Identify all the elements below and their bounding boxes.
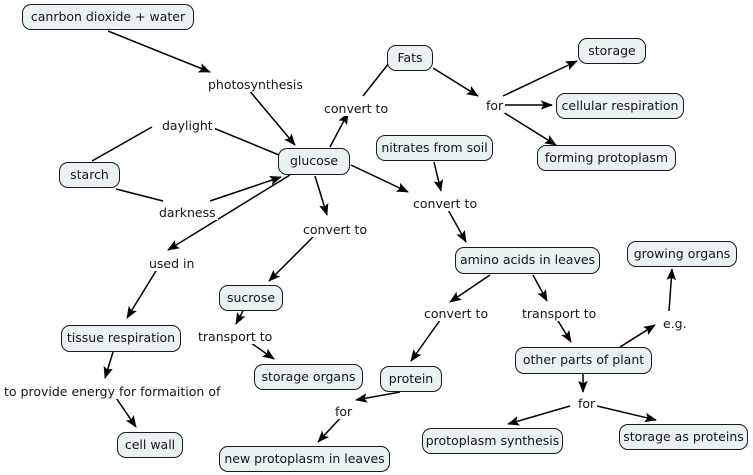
edge-line bbox=[507, 405, 571, 426]
concept-node-stororgans[interactable]: storage organs bbox=[254, 364, 363, 390]
edge-lines bbox=[91, 30, 676, 443]
concept-node-label: glucose bbox=[289, 153, 339, 169]
edge-line bbox=[449, 274, 491, 303]
concept-node-co2water[interactable]: canrbon dioxide + water bbox=[22, 4, 194, 30]
concept-node-storprot[interactable]: storage as proteins bbox=[619, 424, 748, 450]
concept-node-starch[interactable]: starch bbox=[59, 162, 120, 188]
link-label-energy_formation: to provide energy for formaition of bbox=[2, 384, 223, 399]
edge-line bbox=[268, 231, 319, 282]
concept-node-label: protein bbox=[388, 370, 434, 386]
edge-line bbox=[167, 174, 291, 251]
link-label-convert_to_amino: convert to bbox=[411, 196, 480, 211]
concept-node-sucrose[interactable]: sucrose bbox=[219, 285, 283, 311]
concept-node-label: tissue respiration bbox=[66, 330, 176, 346]
concept-node-nitrates[interactable]: nitrates from soil bbox=[376, 135, 493, 161]
link-label-daylight: daylight bbox=[160, 118, 215, 133]
concept-node-label: amino acids in leaves bbox=[459, 252, 596, 268]
link-label-eg: e.g. bbox=[661, 316, 689, 331]
edge-line bbox=[619, 324, 656, 348]
concept-node-label: starch bbox=[70, 166, 109, 182]
concept-node-fats[interactable]: Fats bbox=[387, 45, 433, 71]
concept-node-label: other parts of plant bbox=[522, 352, 645, 368]
edge-line bbox=[596, 405, 657, 423]
concept-node-aminoacids[interactable]: amino acids in leaves bbox=[455, 247, 600, 274]
concept-node-glucose[interactable]: glucose bbox=[278, 148, 350, 175]
edge-line bbox=[115, 188, 164, 202]
concept-node-growing[interactable]: growing organs bbox=[627, 241, 737, 267]
edge-line bbox=[350, 164, 409, 193]
concept-node-storage[interactable]: storage bbox=[578, 38, 646, 64]
concept-node-protein[interactable]: protein bbox=[380, 366, 442, 392]
edge-line bbox=[502, 60, 578, 97]
link-label-for_protein: for bbox=[333, 404, 355, 419]
concept-node-tissueresp[interactable]: tissue respiration bbox=[61, 325, 181, 352]
concept-node-label: growing organs bbox=[633, 245, 731, 261]
edge-line bbox=[666, 268, 676, 312]
link-label-for_opp: for bbox=[576, 396, 598, 411]
edge-line bbox=[502, 111, 557, 146]
concept-node-label: cellular respiration bbox=[561, 97, 679, 113]
edge-line bbox=[314, 175, 329, 216]
edge-line bbox=[532, 274, 548, 302]
concept-node-label: protoplasm synthesis bbox=[425, 432, 560, 448]
concept-node-otherparts[interactable]: other parts of plant bbox=[515, 347, 652, 374]
concept-node-label: sucrose bbox=[226, 289, 276, 305]
concept-node-label: new protoplasm in leaves bbox=[224, 450, 385, 466]
concept-node-label: Fats bbox=[397, 49, 423, 65]
concept-node-cellresp[interactable]: cellular respiration bbox=[556, 93, 684, 119]
concept-node-label: storage as proteins bbox=[623, 428, 744, 444]
edge-line bbox=[410, 315, 444, 362]
edge-line bbox=[210, 126, 280, 156]
concept-node-newproto[interactable]: new protoplasm in leaves bbox=[219, 446, 390, 472]
concept-node-label: storage organs bbox=[261, 368, 356, 384]
link-label-darkness: darkness bbox=[157, 205, 218, 220]
edge-line bbox=[126, 265, 160, 319]
link-label-convert_to_sucr: convert to bbox=[301, 222, 370, 237]
concept-node-label: nitrates from soil bbox=[381, 139, 488, 155]
edge-line bbox=[445, 205, 467, 243]
edge-line bbox=[235, 310, 246, 325]
link-label-convert_to_fats: convert to bbox=[322, 101, 391, 116]
edge-line bbox=[91, 126, 153, 162]
edge-line bbox=[355, 391, 401, 403]
edge-line bbox=[433, 161, 444, 192]
edge-line bbox=[247, 88, 296, 146]
edge-line bbox=[107, 30, 211, 73]
link-label-convert_to_prot: convert to bbox=[422, 306, 491, 321]
link-label-for_fats: for bbox=[484, 98, 506, 113]
link-label-transport_to_so: transport to bbox=[196, 329, 275, 344]
concept-node-label: canrbon dioxide + water bbox=[30, 8, 186, 24]
edge-line bbox=[209, 176, 282, 202]
edge-line bbox=[432, 67, 479, 97]
concept-node-label: storage bbox=[588, 42, 636, 58]
concept-node-label: forming protoplasm bbox=[544, 149, 669, 165]
link-label-used_in: used in bbox=[147, 256, 197, 271]
concept-node-formproto[interactable]: forming protoplasm bbox=[537, 145, 676, 171]
link-label-photosynthesis: photosynthesis bbox=[206, 77, 305, 92]
link-label-transport_to_opp: transport to bbox=[520, 306, 599, 321]
edge-line bbox=[329, 112, 349, 148]
concept-node-cellwall[interactable]: cell wall bbox=[117, 432, 183, 458]
concept-node-protosynth[interactable]: protoplasm synthesis bbox=[422, 428, 563, 454]
concept-node-label: cell wall bbox=[124, 436, 176, 452]
edge-line bbox=[103, 351, 114, 379]
edge-line bbox=[362, 62, 390, 97]
